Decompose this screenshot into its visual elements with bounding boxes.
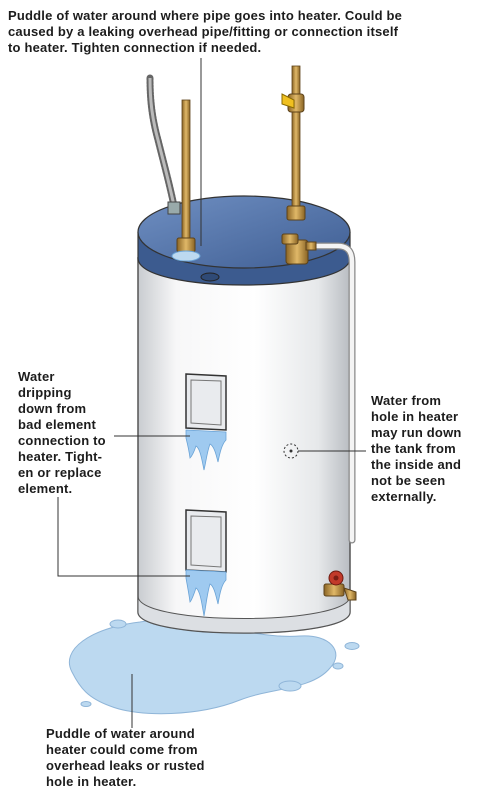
hot-water-pipe-icon (171, 99, 201, 262)
callout-line: element. (18, 481, 73, 496)
callout-line: Water (18, 369, 55, 384)
callout-line: heater could come from (46, 742, 198, 757)
callout-line: overhead leaks or rusted (46, 758, 205, 773)
callout-element-drip: Water dripping down from bad element con… (18, 369, 106, 497)
callout-line: dripping (18, 385, 72, 400)
leader-lines (57, 58, 366, 728)
lower-element-access-panel (185, 509, 227, 573)
callout-line: heater. Tight- (18, 449, 103, 464)
callout-line: bad element (18, 417, 97, 432)
upper-panel-drip (185, 429, 227, 471)
drain-valve-icon (323, 570, 357, 601)
callout-line: Puddle of water around where pipe goes i… (8, 8, 403, 23)
callout-line: Puddle of water around (46, 726, 195, 741)
callout-line: hole in heater. (46, 774, 137, 789)
callout-line: externally. (371, 489, 437, 504)
callout-line: the tank from (371, 441, 456, 456)
callout-line: may run down (371, 425, 462, 440)
callout-line: to heater. Tighten connection if needed. (8, 40, 262, 55)
callout-floor-puddle: Puddle of water around heater could come… (46, 726, 205, 790)
callout-line: down from (18, 401, 87, 416)
callout-line: Water from (371, 393, 442, 408)
callout-line: the inside and (371, 457, 462, 472)
water-heater-tank (137, 195, 351, 634)
floor-puddle (68, 619, 360, 715)
cold-water-pipe-icon (286, 65, 306, 221)
lower-panel-drip (185, 569, 227, 617)
shutoff-valve-handle-icon (281, 93, 295, 109)
callout-line: hole in heater (371, 409, 459, 424)
callout-line: caused by a leaking overhead pipe/fittin… (8, 24, 399, 39)
callout-line: not be seen (371, 473, 446, 488)
pressure-relief-valve-icon (281, 233, 317, 265)
callout-internal-leak: Water from hole in heater may run down t… (371, 393, 462, 505)
callout-line: en or replace (18, 465, 102, 480)
callout-pipe-connection-puddle: Puddle of water around where pipe goes i… (8, 8, 402, 56)
callout-line: connection to (18, 433, 106, 448)
upper-element-access-panel (185, 373, 227, 431)
